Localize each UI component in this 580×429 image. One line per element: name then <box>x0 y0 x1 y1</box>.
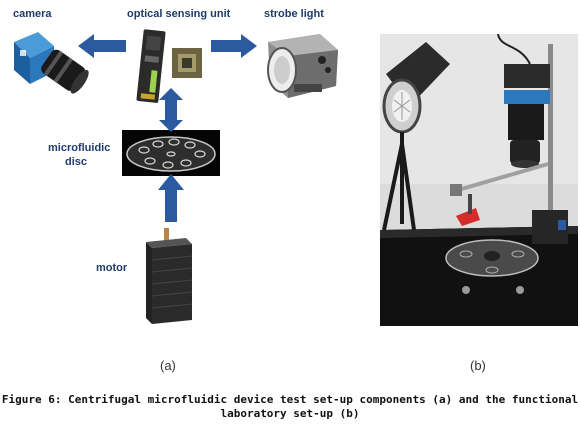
arrow-motor-to-disc <box>158 174 184 222</box>
arrow-optical-disc-bidirectional <box>159 88 183 132</box>
arrow-to-strobe-light <box>211 34 257 58</box>
arrow-to-camera <box>78 34 126 58</box>
motor-picture <box>146 228 193 324</box>
label-optical-sensing-unit: optical sensing unit <box>127 8 231 20</box>
label-camera: camera <box>13 8 52 20</box>
optical-sensing-unit-picture <box>136 29 202 103</box>
label-strobe-light: strobe light <box>264 8 324 20</box>
caption-line-2: laboratory set-up (b) <box>220 407 360 420</box>
sublabel-a: (a) <box>160 358 176 373</box>
label-microfluidic-disc-line2: disc <box>65 156 88 168</box>
laboratory-setup-photo <box>380 34 578 326</box>
figure-caption: Figure 6: Centrifugal microfluidic devic… <box>0 393 580 421</box>
label-microfluidic-disc-line1: microfluidic <box>48 142 111 154</box>
sublabel-b: (b) <box>470 358 486 373</box>
microfluidic-disc-picture <box>122 130 220 176</box>
panel-b <box>380 34 578 326</box>
strobe-light-picture <box>267 34 338 98</box>
camera-picture <box>14 32 89 94</box>
caption-line-1: Figure 6: Centrifugal microfluidic devic… <box>1 393 579 406</box>
panel-a: camera optical sensing unit strobe light… <box>0 0 360 373</box>
label-motor: motor <box>96 262 128 274</box>
